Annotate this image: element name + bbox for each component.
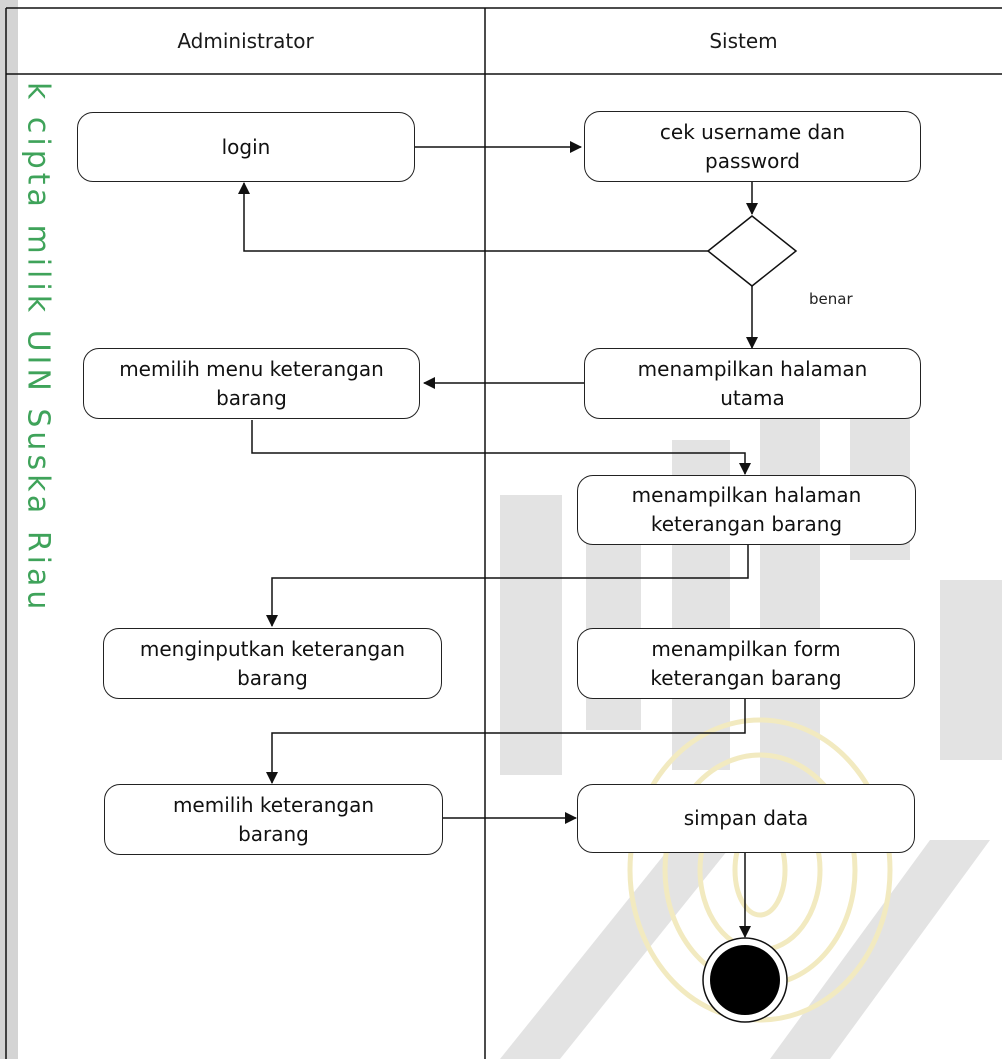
watermark-side-text-label: k cipta milik UIN Suska Riau: [20, 82, 56, 614]
node-simpan-data: simpan data: [577, 784, 915, 853]
guard-label-benar: benar: [809, 290, 853, 308]
end-node-inner: [710, 945, 780, 1015]
decision-node: [706, 215, 798, 287]
edge-form-to-memilih: [266, 699, 746, 784]
edge-menu-to-keterangan: [251, 420, 751, 475]
node-cek-username-password: cek username dan password: [584, 111, 921, 182]
edge-keterangan-to-input: [266, 545, 749, 627]
node-memilih-menu-keterangan: memilih menu keterangan barang: [83, 348, 420, 419]
node-memilih-keterangan: memilih keterangan barang: [104, 784, 443, 855]
lane-header-administrator: Administrator: [177, 29, 314, 53]
node-menampilkan-form: menampilkan form keterangan barang: [577, 628, 915, 699]
lane-header-sistem: Sistem: [709, 29, 778, 53]
node-login: login: [77, 112, 415, 182]
node-menginputkan-keterangan: menginputkan keterangan barang: [103, 628, 442, 699]
watermark-side-text: k cipta milik UIN Suska Riau: [20, 82, 56, 642]
watermark-side-bar: [0, 0, 18, 1059]
edge-decision-to-login: [238, 182, 708, 252]
node-menampilkan-halaman-keterangan: menampilkan halaman keterangan barang: [577, 475, 916, 545]
node-menampilkan-halaman-utama: menampilkan halaman utama: [584, 348, 921, 419]
